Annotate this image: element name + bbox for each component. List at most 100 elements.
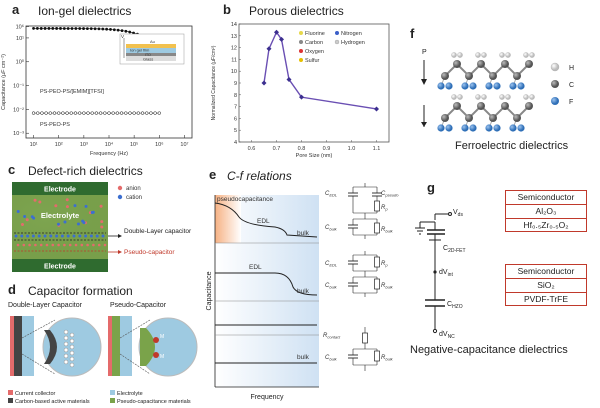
series2-label: PS-PEO-PS xyxy=(40,122,70,128)
legend-pseudo-label: Pseudo-capacitance materials xyxy=(117,399,191,405)
c-atom xyxy=(525,102,533,110)
cpseudo-label: Cpseudo xyxy=(381,191,399,198)
dl-ion xyxy=(63,329,69,335)
cbulk-label-2: Cbulk xyxy=(325,283,338,290)
series2-point xyxy=(73,111,78,115)
series1-point xyxy=(35,27,39,30)
series2-point xyxy=(145,111,149,115)
pseudo-anion xyxy=(74,243,78,247)
series2-point xyxy=(111,111,115,115)
anion-label: anion xyxy=(126,186,141,192)
chzo-label: CHZO xyxy=(447,301,463,310)
dl-carbon xyxy=(14,316,22,376)
f-atom xyxy=(509,82,517,90)
pc-metal-ion-1 xyxy=(153,337,159,343)
ion-gel-ytick-label: 10⁰ xyxy=(16,59,25,66)
ion-gel-xtick-label: 10³ xyxy=(80,142,88,148)
ion xyxy=(73,204,77,208)
porous-ytick-label: 6 xyxy=(234,116,237,122)
series1-point xyxy=(97,27,101,31)
pseudo-anion xyxy=(39,243,43,247)
dl-ion xyxy=(69,332,75,338)
electrode-bottom-label: Electrode xyxy=(44,264,76,271)
series2-point xyxy=(128,111,132,115)
panel-a: a Ion-gel dielectrics Capacitance (µF cm… xyxy=(0,0,200,160)
cbulk-label-3: Cbulk xyxy=(325,355,338,362)
series1-point xyxy=(51,27,55,30)
dl-title: Double-Layer Capacitor xyxy=(8,302,82,309)
inset-v-label: V xyxy=(121,34,124,39)
legend-electrolyte: Electrolyte xyxy=(110,390,200,398)
cbulk-label: Cbulk xyxy=(325,225,338,232)
electrolyte-label: Electrolyte xyxy=(41,211,79,220)
series1-point xyxy=(55,27,59,30)
series1-point xyxy=(70,27,74,30)
porous-chart: Normalized Capacitance (µF/cm²) Pore Siz… xyxy=(211,22,390,159)
series1-point xyxy=(82,27,85,30)
electrode-bottom xyxy=(12,259,108,272)
ion-gel-xtick-label: 10¹ xyxy=(30,142,38,148)
panel-d: d Capacitor formation Double-Layer Capac… xyxy=(0,282,205,408)
panel-g-title: Negative-capacitance dielectrics xyxy=(410,344,568,356)
ion xyxy=(20,223,24,227)
series1-point xyxy=(112,28,116,32)
legend-pseudo: Pseudo-capacitance materials xyxy=(110,398,210,406)
series2-point xyxy=(65,111,69,115)
f-atom xyxy=(445,124,453,132)
rp-label-2: Rp xyxy=(381,261,388,268)
series2-point xyxy=(36,111,40,115)
series1-point xyxy=(47,27,51,30)
ion-gel-xtick-label: 10⁶ xyxy=(155,141,163,148)
panel-c-title: Defect-rich dielectrics xyxy=(28,164,143,178)
legend-carbon: Carbon-based active materials xyxy=(8,398,108,406)
c-atom xyxy=(501,60,509,68)
series2-point xyxy=(98,111,103,115)
c-atom xyxy=(465,114,473,122)
rp-label: Rp xyxy=(381,205,388,212)
dl-cation xyxy=(31,234,35,238)
legend-h-label: H xyxy=(569,65,574,72)
c-atom xyxy=(513,72,521,80)
series2-point xyxy=(107,111,111,115)
electrode-top xyxy=(12,182,108,195)
ion xyxy=(38,200,42,204)
h-atom xyxy=(529,52,535,58)
edl2-label: EDL xyxy=(249,264,262,271)
series1-point xyxy=(32,27,35,30)
stack-box-1: Semiconductor Al₂O₃ Hf₀.₅Zr₀.₅O₂ xyxy=(505,190,587,233)
pseudo-anion xyxy=(97,243,101,247)
ion-gel-xtick-label: 10⁵ xyxy=(130,141,138,148)
ion-gel-xtick-label: 10⁴ xyxy=(105,141,114,148)
ion-gel-ytick-label: 10⁻¹ xyxy=(13,84,24,90)
series2-point xyxy=(153,111,157,115)
curve-2 xyxy=(215,272,318,296)
h-atom xyxy=(499,52,505,58)
series2-point xyxy=(119,111,124,115)
series1-point xyxy=(89,27,93,31)
ion xyxy=(99,204,103,208)
series1-point xyxy=(128,30,132,34)
legend-hydrogen: Hydrogen xyxy=(341,40,365,46)
legend-electrolyte-label: Electrolyte xyxy=(117,391,143,397)
rcontact-label: Rcontact xyxy=(323,333,341,340)
f-atom xyxy=(437,124,445,132)
inset-ito-label: ITO xyxy=(145,53,151,57)
cation-icon xyxy=(117,194,123,200)
f-atom xyxy=(485,82,493,90)
ion xyxy=(82,221,86,225)
legend-f-label: F xyxy=(569,99,573,106)
pc-collector xyxy=(108,316,112,376)
cedl-label: CEDL xyxy=(325,191,337,198)
panel-f: f P H C F Ferroelectric dielectrics xyxy=(405,0,600,170)
pvdf-chains xyxy=(437,52,535,132)
c-atom xyxy=(489,72,497,80)
pseudo-anion xyxy=(68,243,72,247)
ion xyxy=(54,204,58,208)
legend-fluorine: Fluorine xyxy=(305,31,325,37)
defect-diagram: Electrode Electrolyte Electrode anion ca… xyxy=(12,182,192,272)
dl-cation xyxy=(49,234,53,238)
ion-gel-xtick-label: 10² xyxy=(55,142,63,148)
panel-f-label: f xyxy=(410,26,415,41)
h-atom xyxy=(505,94,511,100)
dl-ions xyxy=(63,329,75,368)
